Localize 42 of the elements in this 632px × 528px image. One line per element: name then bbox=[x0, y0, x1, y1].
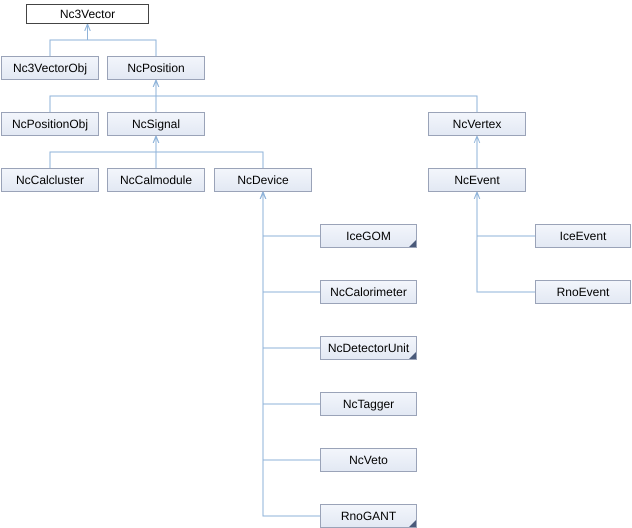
inheritance-arrow bbox=[260, 192, 320, 516]
class-name: NcVertex bbox=[452, 117, 502, 131]
class-box bbox=[320, 280, 417, 304]
class-box bbox=[535, 224, 631, 248]
class-box bbox=[320, 448, 417, 472]
class-name: IceGOM bbox=[346, 229, 391, 243]
class-box bbox=[1, 168, 99, 192]
class-name: NcPosition bbox=[127, 61, 185, 75]
class-name: NcDetectorUnit bbox=[328, 341, 410, 355]
class-name: NcEvent bbox=[454, 173, 500, 187]
class-box bbox=[320, 224, 417, 248]
class-name: NcCalmodule bbox=[120, 173, 192, 187]
class-box bbox=[26, 4, 149, 24]
class-box bbox=[107, 56, 205, 80]
class-name: IceEvent bbox=[560, 229, 606, 243]
class-box bbox=[214, 168, 312, 192]
class-box bbox=[1, 56, 99, 80]
class-name: NcDevice bbox=[237, 173, 289, 187]
inheritance-arrow bbox=[474, 136, 480, 168]
class-name: NcPositionObj bbox=[12, 117, 88, 131]
class-box bbox=[428, 112, 526, 136]
class-box bbox=[428, 168, 526, 192]
class-name: NcCalcluster bbox=[16, 173, 84, 187]
class-name: RnoGANT bbox=[340, 509, 396, 523]
class-box bbox=[535, 280, 631, 304]
class-name: NcSignal bbox=[132, 117, 180, 131]
class-box bbox=[1, 112, 99, 136]
class-name: RnoEvent bbox=[556, 285, 610, 299]
class-box bbox=[107, 112, 205, 136]
class-box bbox=[320, 504, 417, 528]
class-name: Nc3VectorObj bbox=[12, 61, 88, 75]
class-box bbox=[320, 336, 417, 360]
class-box bbox=[107, 168, 205, 192]
class-box bbox=[320, 392, 417, 416]
class-name: NcVeto bbox=[349, 453, 388, 467]
class-name: NcTagger bbox=[342, 397, 394, 411]
inheritance-arrow bbox=[84, 24, 156, 56]
inheritance-arrow bbox=[152, 136, 264, 168]
class-name: NcCalorimeter bbox=[330, 285, 407, 299]
class-name: Nc3Vector bbox=[60, 7, 116, 21]
inheritance-arrow bbox=[152, 80, 478, 112]
inheritance-arrow bbox=[474, 192, 536, 292]
